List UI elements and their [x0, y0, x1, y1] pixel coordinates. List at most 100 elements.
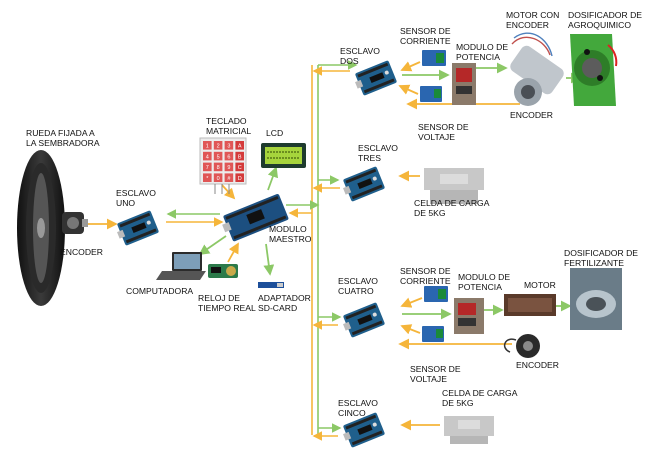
keypad-key	[224, 173, 234, 182]
master-to-lcd-arrow	[267, 166, 278, 191]
keypad-key-label: 2	[217, 144, 220, 150]
wheel-encoder-image	[62, 212, 88, 234]
master-label: MODULO MAESTRO	[269, 224, 312, 244]
rtc-image	[208, 264, 238, 278]
loadcell3-label-line2: DE 5kg	[414, 208, 446, 218]
master-to-sd-arrow	[263, 243, 275, 276]
master-label-line1: MODULO	[269, 224, 307, 234]
keypad-key	[213, 151, 223, 161]
keypad-key-label: C	[238, 165, 242, 171]
power-module4-label-line1: MODULO DE	[458, 272, 511, 282]
motor4-image	[504, 294, 556, 316]
motor4-label: MOTOR	[524, 280, 556, 290]
encoder4-image	[503, 334, 540, 358]
slave1-board	[114, 210, 160, 247]
agro-doser-label: DOSIFICADOR DE AGROQUIMICO	[568, 10, 642, 30]
sdcard-label: ADAPTADOR SD-CARD	[258, 293, 311, 313]
slave3-label-line2: TRES	[358, 153, 381, 163]
voltage-sensor4-label-line2: VOLTAJE	[410, 374, 447, 384]
keypad-key	[203, 173, 212, 182]
keypad-key	[235, 151, 244, 161]
rtc-label-line2: TIEMPO REAL	[198, 303, 256, 313]
keypad-key-label: D	[238, 176, 242, 182]
keypad-key-label: 9	[227, 165, 230, 171]
keypad-key-label: B	[238, 154, 242, 160]
encoder4-label: ENCODER	[516, 360, 559, 370]
keypad-key	[213, 141, 223, 150]
master-to-computer-arrow	[198, 235, 227, 256]
current-sensor2-label-line1: SENSOR DE	[400, 26, 451, 36]
load-cell5-image	[444, 416, 494, 444]
rtc-label: RELOJ DE TIEMPO REAL	[198, 293, 256, 313]
keypad-key	[213, 162, 223, 172]
encoder2-label: ENCODER	[510, 110, 553, 120]
keypad-key	[224, 151, 234, 161]
power-module4-label-line2: POTENCIA	[458, 282, 502, 292]
slave5-label-line2: CINCO	[338, 408, 366, 418]
slave4-label: ESCLAVO CUATRO	[338, 276, 378, 296]
master-board	[222, 194, 289, 242]
slave1-label-line2: UNO	[116, 198, 136, 208]
current-sensor2-label: SENSOR DE CORRIENTE	[400, 26, 451, 46]
master-label-line2: MAESTRO	[269, 234, 312, 244]
power-module4-label: MODULO DE POTENCIA	[458, 272, 510, 292]
computer-label: COMPUTADORA	[126, 286, 194, 296]
loadcell5-label: CELDA DE CARGA DE 5kg	[442, 388, 517, 408]
slave4-label-line2: CUATRO	[338, 286, 374, 296]
keypad-key	[224, 141, 234, 150]
loadcell5-label-line2: DE 5kg	[442, 398, 474, 408]
current-sensor4-to-slave4-arrow	[400, 297, 423, 308]
slave1-label-line1: ESCLAVO	[116, 188, 156, 198]
slave3-board	[340, 166, 386, 203]
power-module2-image	[452, 63, 476, 105]
loadcell5-label-line1: CELDA DE CARGA	[442, 388, 518, 398]
current-sensor4-label-line1: SENSOR DE	[400, 266, 451, 276]
keypad-key-label: 4	[206, 154, 209, 160]
slave2-label: ESCLAVO DOS	[340, 46, 380, 66]
keypad-label-line2: MATRICIAL	[206, 126, 252, 136]
power-module4-image	[454, 298, 484, 334]
power-module2-label: MODULO DE POTENCIA	[456, 42, 508, 62]
voltage-sensor4-image	[422, 326, 444, 342]
wheel-image	[17, 150, 65, 306]
loadcell3-label: CELDA DE CARGA DE 5kg	[414, 198, 489, 218]
fert-doser-image	[570, 268, 622, 330]
keypad-to-master-arrow	[221, 184, 236, 200]
fert-doser-label-line2: FERTILIZANTE	[564, 258, 625, 268]
keypad-key	[235, 173, 244, 182]
motor-encoder-label-line2: ENCODER	[506, 20, 549, 30]
voltage-sensor2-label: SENSOR DE VOLTAJE	[418, 122, 469, 142]
sdcard-label-line2: SD-CARD	[258, 303, 298, 313]
voltage-sensor4-label-line1: SENSOR DE	[410, 364, 461, 374]
fert-doser-label: DOSIFICADOR DE FERTILIZANTE	[564, 248, 638, 268]
load-cell3-image	[424, 168, 484, 204]
rtc-label-line1: RELOJ DE	[198, 293, 241, 303]
slave5-label: ESCLAVO CINCO	[338, 398, 378, 418]
computer-image	[156, 252, 206, 280]
lcd-image	[261, 143, 306, 168]
loadcell3-label-line1: CELDA DE CARGA	[414, 198, 490, 208]
current-sensor4-label: SENSOR DE CORRIENTE	[400, 266, 451, 286]
motor-encoder-image	[510, 32, 564, 106]
keypad-key	[224, 162, 234, 172]
keypad-key-label: 0	[217, 176, 220, 182]
slave3-label: ESCLAVO TRES	[358, 143, 398, 163]
motor-encoder-label: MOTOR CON ENCODER	[506, 10, 559, 30]
power-module2-label-line2: POTENCIA	[456, 52, 500, 62]
slave2-label-line1: ESCLAVO	[340, 46, 380, 56]
agro-doser-label-line1: DOSIFICADOR DE	[568, 10, 643, 20]
agro-doser-label-line2: AGROQUIMICO	[568, 20, 632, 30]
keypad-key-label: 7	[206, 165, 209, 171]
keypad-key	[235, 141, 244, 150]
sd-adapter-image	[258, 282, 284, 288]
power-module2-label-line1: MODULO DE	[456, 42, 509, 52]
keypad-key	[235, 162, 244, 172]
current-sensor4-image	[424, 286, 448, 302]
current-sensor4-label-line2: CORRIENTE	[400, 276, 451, 286]
wheel-label-line2: LA SEMBRADORA	[26, 138, 100, 148]
keypad-label-line1: TECLADO	[206, 116, 247, 126]
rtc-to-master-arrow	[227, 242, 239, 263]
current-sensor2-image	[422, 50, 446, 66]
